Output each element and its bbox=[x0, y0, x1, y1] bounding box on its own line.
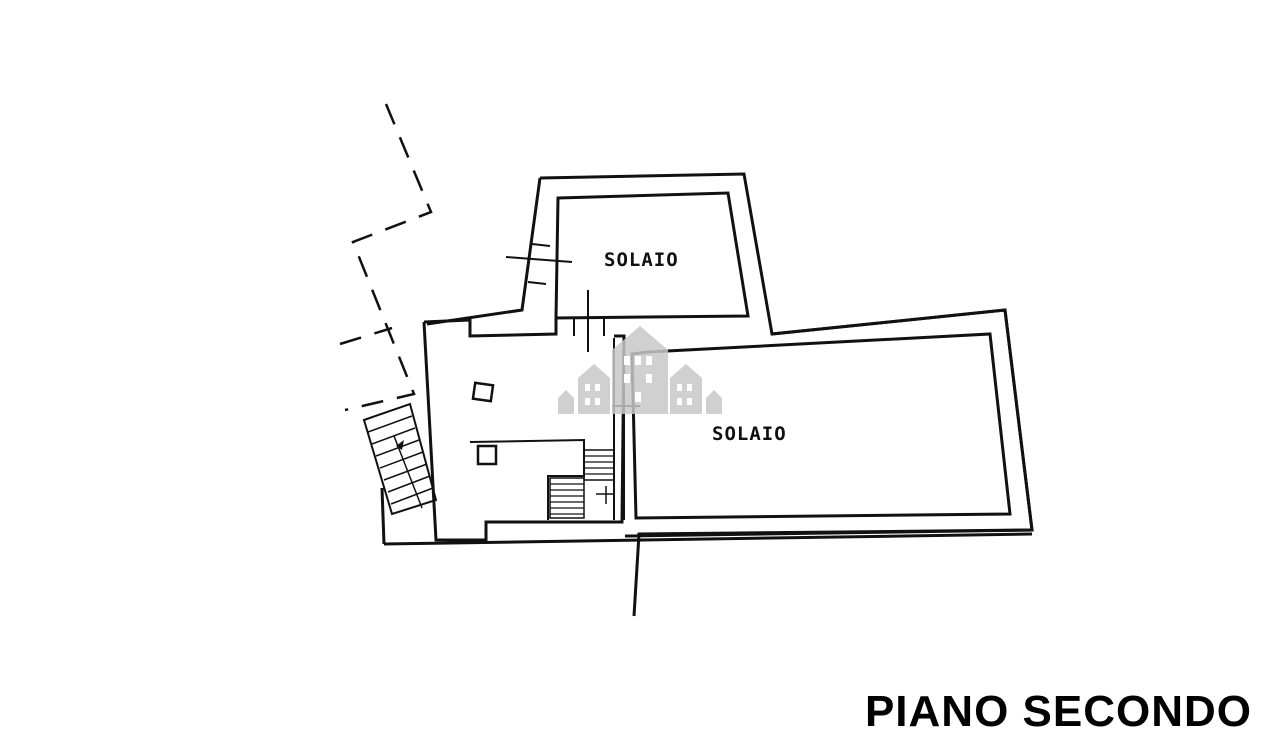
hall-walls bbox=[380, 318, 1033, 546]
room-label-right: SOLAIO bbox=[712, 423, 787, 445]
floor-title: PIANO SECONDO bbox=[864, 687, 1252, 736]
staircase-icon bbox=[549, 449, 615, 519]
square-fixture-icon bbox=[476, 444, 498, 466]
staircase-icon bbox=[362, 402, 438, 516]
right-room-walls bbox=[624, 308, 1034, 538]
room-label-upper: SOLAIO bbox=[604, 249, 679, 271]
square-fixture-icon bbox=[471, 381, 495, 403]
houses-watermark-icon bbox=[558, 326, 722, 414]
adjacent-building-outline bbox=[339, 103, 433, 412]
upper-room-walls bbox=[426, 172, 1034, 617]
